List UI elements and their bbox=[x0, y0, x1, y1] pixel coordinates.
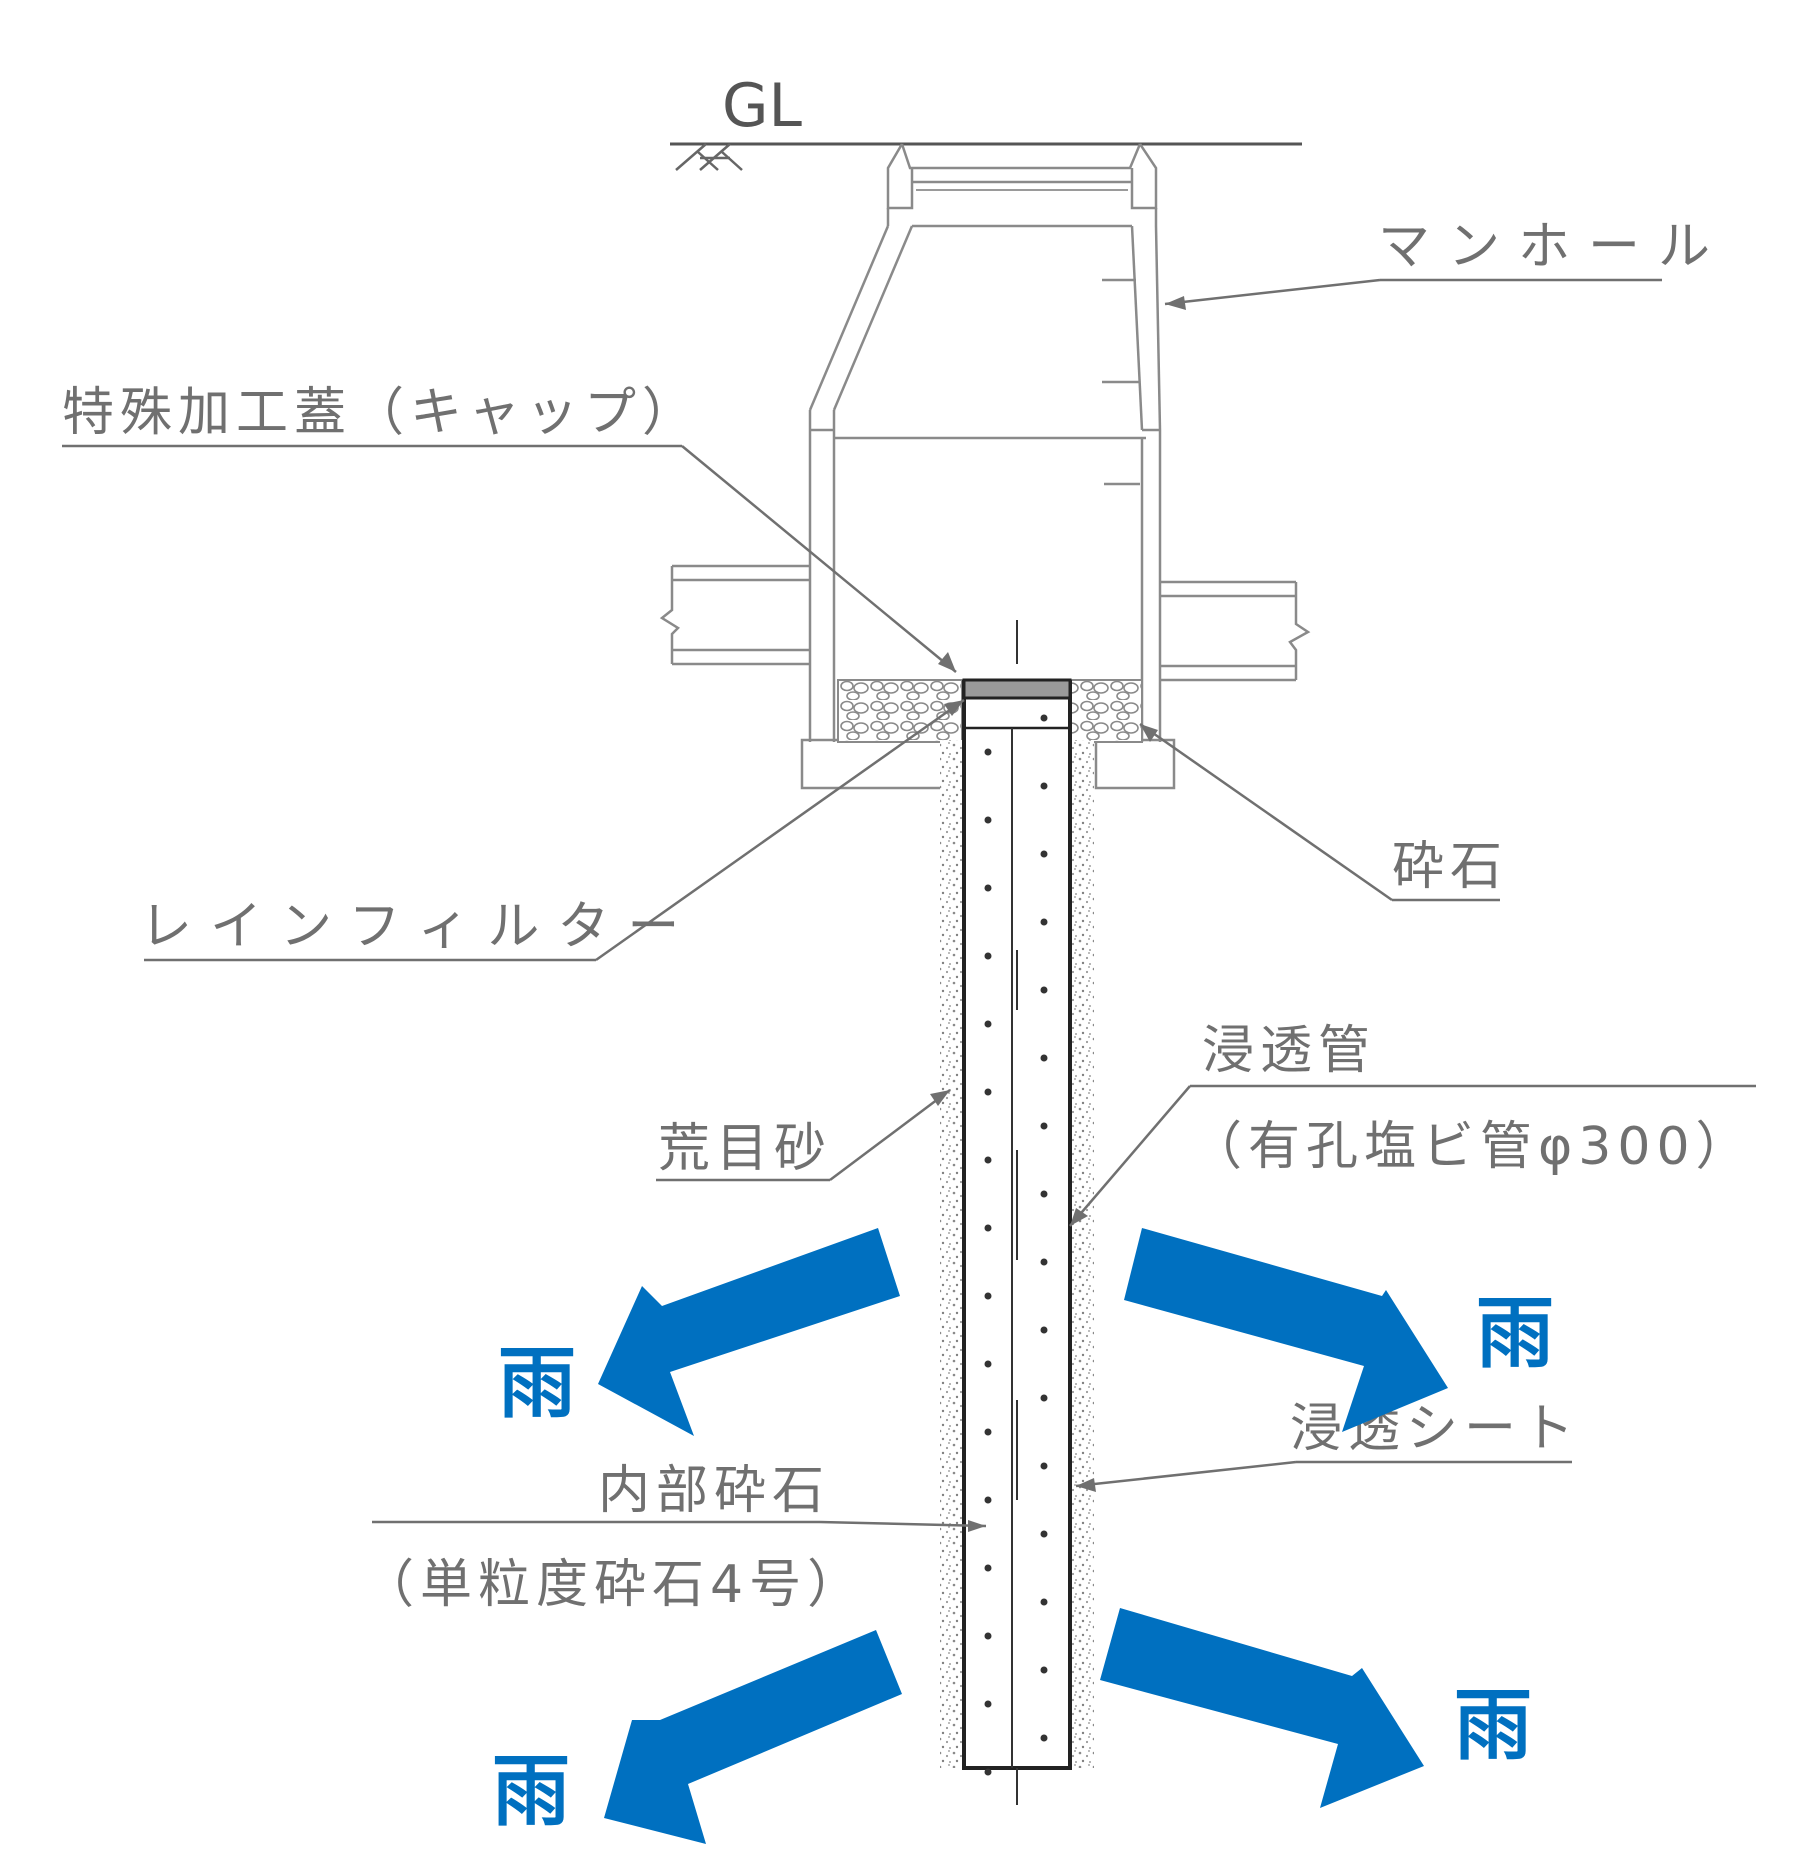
perforation-hole bbox=[1040, 1462, 1048, 1470]
perforation-hole bbox=[984, 1496, 992, 1504]
perforation-hole bbox=[984, 1156, 992, 1164]
crushed-stone-label: 砕石 bbox=[1392, 837, 1508, 897]
perforation-hole bbox=[984, 884, 992, 892]
perforation-hole bbox=[984, 1700, 992, 1708]
perforation-hole bbox=[1040, 1122, 1048, 1130]
perforation-hole bbox=[984, 1292, 992, 1300]
gl-label: GL bbox=[722, 71, 802, 141]
perforation-hole bbox=[1040, 1326, 1048, 1334]
perforation-hole bbox=[1040, 1258, 1048, 1266]
cap-label: 特殊加工蓋（キャップ） bbox=[62, 383, 700, 443]
perforation-hole bbox=[984, 1224, 992, 1232]
coarse-sand-label: 荒目砂 bbox=[658, 1119, 832, 1179]
pipe-perforations bbox=[984, 714, 1048, 1776]
perforation-hole bbox=[1040, 1394, 1048, 1402]
special-cap bbox=[962, 678, 1072, 700]
perforation-hole bbox=[1040, 782, 1048, 790]
perforation-hole bbox=[984, 952, 992, 960]
perforation-hole bbox=[984, 1564, 992, 1572]
rain-filter-label: レインフィルター bbox=[140, 897, 697, 957]
rain-arrow-lower-right bbox=[1100, 1608, 1424, 1808]
leader-lines bbox=[62, 278, 1756, 1532]
manhole-label: マンホール bbox=[1378, 217, 1728, 277]
perforation-hole bbox=[984, 748, 992, 756]
inner-stone-spec-label: （単粒度砕石4号） bbox=[362, 1555, 865, 1615]
perforation-hole bbox=[1040, 986, 1048, 994]
rain-label-lower-right: 雨 bbox=[1454, 1681, 1532, 1771]
perforation-hole bbox=[984, 1428, 992, 1436]
sheet-label: 浸透シート bbox=[1290, 1399, 1580, 1459]
pipe-spec-label: （有孔塩ビ管φ300） bbox=[1190, 1117, 1754, 1177]
perforation-hole bbox=[1040, 918, 1048, 926]
crushed-stone-bed bbox=[837, 679, 1143, 743]
perforation-hole bbox=[1040, 1054, 1048, 1062]
perforation-hole bbox=[1040, 714, 1048, 722]
perforation-hole bbox=[984, 1360, 992, 1368]
ground-line bbox=[670, 142, 1302, 171]
inner-stone-label: 内部砕石 bbox=[598, 1461, 830, 1521]
infiltration-pipe bbox=[962, 620, 1072, 1805]
perforation-hole bbox=[1040, 1190, 1048, 1198]
perforation-hole bbox=[1040, 1666, 1048, 1674]
perforation-hole bbox=[984, 1768, 992, 1776]
perforation-hole bbox=[984, 1632, 992, 1640]
pipe-name-label: 浸透管 bbox=[1202, 1021, 1376, 1081]
rain-arrow-lower-left bbox=[604, 1630, 902, 1844]
perforation-hole bbox=[984, 1020, 992, 1028]
rain-arrows bbox=[598, 1228, 1448, 1844]
rain-arrow-upper-left bbox=[598, 1228, 900, 1436]
coarse-sand-layer bbox=[940, 740, 1094, 1768]
side-pipe-left bbox=[659, 564, 810, 666]
perforation-hole bbox=[1040, 1530, 1048, 1538]
perforation-hole bbox=[984, 1088, 992, 1096]
perforation-hole bbox=[1040, 1734, 1048, 1742]
perforation-hole bbox=[1040, 1598, 1048, 1606]
rain-label-lower-left: 雨 bbox=[492, 1747, 570, 1837]
rain-label-upper-left: 雨 bbox=[498, 1339, 576, 1429]
side-pipe-right bbox=[1160, 580, 1311, 682]
perforation-hole bbox=[1040, 850, 1048, 858]
rain-label-upper-right: 雨 bbox=[1476, 1289, 1554, 1379]
rain-arrow-upper-right bbox=[1124, 1228, 1448, 1432]
perforation-hole bbox=[984, 816, 992, 824]
